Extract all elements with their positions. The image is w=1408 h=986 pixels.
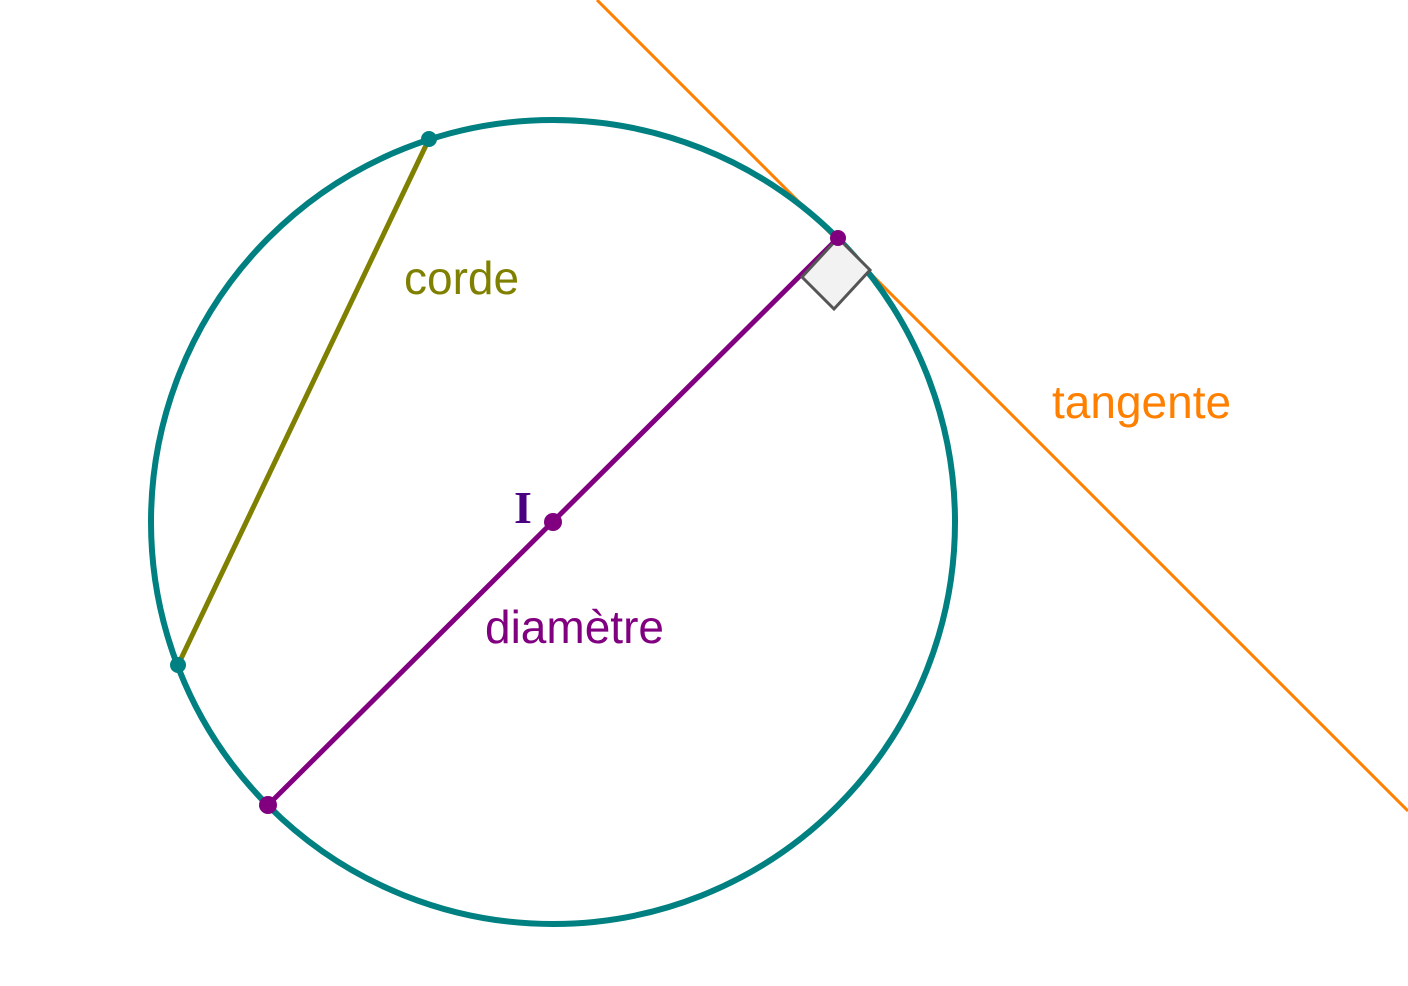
diameter-endpoint-bottom [259,796,277,814]
chord-endpoint-top [421,131,437,147]
chord-segment [175,137,432,667]
circle [148,117,958,927]
tangent-label: tangente [1052,376,1231,428]
tangent-point [830,230,846,246]
right-angle-marker [799,235,873,312]
tangent-line [595,0,1408,813]
diameter-label: diamètre [485,601,664,653]
center-point [544,513,562,531]
chord-label: corde [404,252,519,304]
center-label: I [514,482,532,533]
chord-endpoint-bottom [170,657,186,673]
